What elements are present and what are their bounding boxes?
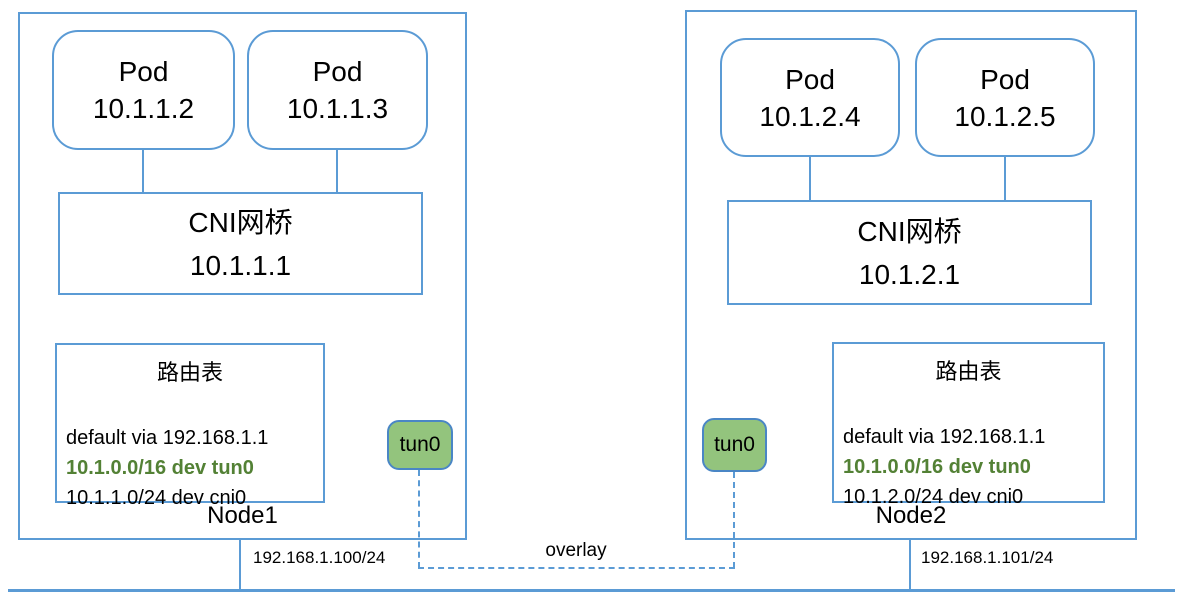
- bridge-ip: 10.1.1.1: [189, 249, 292, 281]
- physical-network-line: [8, 589, 1175, 592]
- route-entry: default via 192.168.1.1: [843, 426, 1046, 448]
- pod-to-bridge-connector: [336, 150, 338, 192]
- pod-title: Pod: [980, 63, 1030, 95]
- pod-to-bridge-connector: [809, 157, 811, 200]
- tunnel-overlay-dashed-line: [733, 472, 735, 568]
- pod-box: Pod 10.1.1.3: [247, 30, 428, 150]
- route-table-title: 路由表: [935, 359, 1002, 384]
- pod-ip: 10.1.2.4: [759, 100, 861, 132]
- cni-bridge-box: CNI网桥 10.1.1.1: [58, 192, 423, 295]
- bridge-title: CNI网桥: [188, 206, 293, 238]
- route-entry: 10.1.2.0/24 dev cni0: [843, 486, 1024, 508]
- pod-title: Pod: [312, 56, 363, 87]
- node-to-network-connector: [909, 540, 911, 591]
- pod-to-bridge-connector: [1004, 157, 1006, 200]
- route-entry: default via 192.168.1.1: [66, 427, 269, 449]
- tunnel-label: tun0: [399, 433, 441, 456]
- pod-ip: 10.1.2.5: [954, 100, 1056, 132]
- route-entry-highlighted: 10.1.0.0/16 dev tun0: [66, 457, 254, 479]
- bridge-title: CNI网桥: [857, 215, 962, 247]
- tunnel-overlay-dashed-line: [418, 567, 735, 569]
- pod-to-bridge-connector: [142, 150, 144, 192]
- host-ip-label: 192.168.1.101/24: [921, 548, 1054, 567]
- route-table-box: 路由表 default via 192.168.1.1 10.1.0.0/16 …: [832, 342, 1105, 508]
- pod-ip: 10.1.1.3: [286, 93, 389, 124]
- pod-title: Pod: [785, 63, 835, 95]
- pod-box: Pod 10.1.2.5: [915, 38, 1095, 157]
- node-to-network-connector: [239, 540, 241, 591]
- cni-bridge-box: CNI网桥 10.1.2.1: [727, 200, 1092, 305]
- bridge-ip: 10.1.2.1: [858, 258, 961, 290]
- tunnel-label: tun0: [714, 433, 755, 456]
- pod-box: Pod 10.1.2.4: [720, 38, 900, 157]
- pod-title: Pod: [118, 56, 169, 87]
- tunnel-overlay-dashed-line: [418, 470, 420, 568]
- pod-box: Pod 10.1.1.2: [52, 30, 235, 150]
- node-label: Node1: [207, 502, 278, 529]
- overlay-label: overlay: [545, 540, 607, 561]
- route-table-title: 路由表: [156, 360, 223, 385]
- route-table-box: 路由表 default via 192.168.1.1 10.1.0.0/16 …: [55, 343, 325, 509]
- tun0-box: tun0: [702, 418, 767, 472]
- tun0-box: tun0: [387, 420, 453, 470]
- node-label: Node2: [875, 502, 947, 529]
- route-entry-highlighted: 10.1.0.0/16 dev tun0: [843, 456, 1031, 478]
- host-ip-label: 192.168.1.100/24: [253, 548, 386, 567]
- pod-ip: 10.1.1.2: [92, 93, 195, 124]
- route-entry: 10.1.1.0/24 dev cni0: [66, 487, 247, 509]
